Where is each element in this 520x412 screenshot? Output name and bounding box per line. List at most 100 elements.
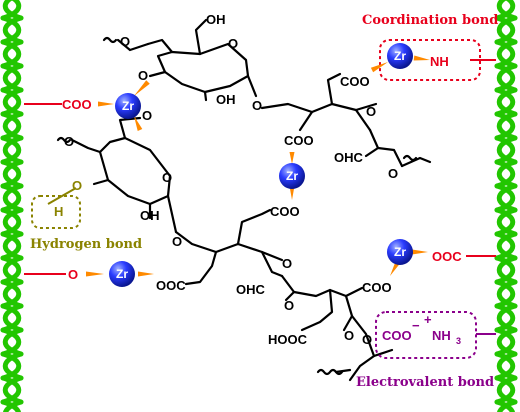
ooc-bottom-label: OOC [156,278,186,293]
chain-segment [494,183,516,213]
molecule-skeleton [70,18,432,382]
minus-sign: − [412,318,420,333]
ooc-right-label: OOC [432,249,462,264]
o-glycosidic-1: O [252,98,262,113]
wavy-end-top [102,36,118,44]
chain-segment [2,255,24,285]
o-chain-right: O [366,104,376,119]
zr-label: Zr [286,169,298,183]
chain-segment [496,327,518,357]
chain-segment [0,63,22,93]
o-top-ring-left: O [138,68,148,83]
chain-segment [496,63,518,93]
coo-left-label: COO [62,97,92,112]
right-polymer-chain [494,0,518,412]
zr-sphere [279,163,305,189]
chain-segment [0,39,22,69]
chain-segment [494,15,516,45]
wavy-end-right [402,154,418,162]
chain-segment [496,0,518,21]
ring-o-second: O [162,170,172,185]
coordination-bond-label: Coordination bond [362,13,498,28]
chain-segment [496,351,518,381]
ohc-2-label: OHC [236,282,266,297]
chain-segment [2,135,24,165]
zr-label: Zr [394,245,406,259]
chain-segment [494,279,516,309]
chain-segment [2,87,24,117]
orange-arrow [412,249,428,255]
chain-segment [0,399,21,412]
zr-label: Zr [116,267,128,281]
nh3-subscript: 3 [456,336,461,346]
orange-arrow [86,271,104,277]
chain-segment [494,135,516,165]
o-top-left: O [120,34,130,49]
o-second-ring-top: O [142,108,152,123]
oh-mid-label: OH [216,92,236,107]
chain-segment [2,351,24,381]
chain-segment [2,15,24,45]
chain-segment [0,351,22,381]
ohc-1-label: OHC [334,150,364,165]
chain-segment [2,207,24,237]
chain-segment [496,183,518,213]
zr-sphere [387,43,413,69]
o-left-label: O [68,267,78,282]
wavy-end-bottom [316,368,344,376]
chain-segment [496,135,518,165]
coo-mid-1-label: COO [284,133,314,148]
o-lower-chain-2: O [362,332,372,347]
chain-segment [0,135,22,165]
ring-o-top: O [228,36,238,51]
chain-segment [494,327,516,357]
chain-segment [0,0,22,21]
o-chain-right-2: O [388,166,398,181]
o-middle-lower: O [284,298,294,313]
o-middle-ring: O [282,256,292,271]
coo-top-right-label: COO [340,74,370,89]
zr-sphere [387,239,413,265]
hydrogen-h-label: H [54,204,63,219]
electrovalent-bond-label: Electrovalent bond [356,375,494,390]
chain-segment [0,111,22,141]
chain-segment [494,375,516,405]
chain-segment [496,303,518,333]
bottom-link [334,368,352,374]
zr-label: Zr [122,99,134,113]
coo-mid-2-label: COO [270,204,300,219]
hydrogen-o-label: O [72,178,82,193]
chain-segment [497,399,518,412]
coo-bottom-right-label: COO [362,280,392,295]
left-polymer-chain [0,0,24,412]
hydrogen-bond-line [47,187,77,205]
nh3-label: NH [432,328,451,343]
chain-segment [494,87,516,117]
chain-segment [0,159,22,189]
chain-segment [0,183,22,213]
chain-segment [496,375,518,405]
chain-segment [2,39,24,69]
chain-segment [2,303,24,333]
zr-label: Zr [394,49,406,63]
chain-segment [494,159,516,189]
chain-segment [2,231,24,261]
orange-arrow [289,152,295,164]
chain-segment [0,87,22,117]
plus-sign: + [424,312,432,327]
chain-segment [2,375,24,405]
hydrogen-bond-label: Hydrogen bond [30,237,142,252]
chain-segment [494,399,515,412]
orange-arrow [134,80,150,96]
chain-segment [2,63,24,93]
chain-segment [0,327,22,357]
chain-segment [0,279,22,309]
o-glycosidic-2: O [172,234,182,249]
chain-segment [494,207,516,237]
wavy-end-left [56,136,72,144]
chain-segment [496,279,518,309]
chain-segment [3,399,24,412]
